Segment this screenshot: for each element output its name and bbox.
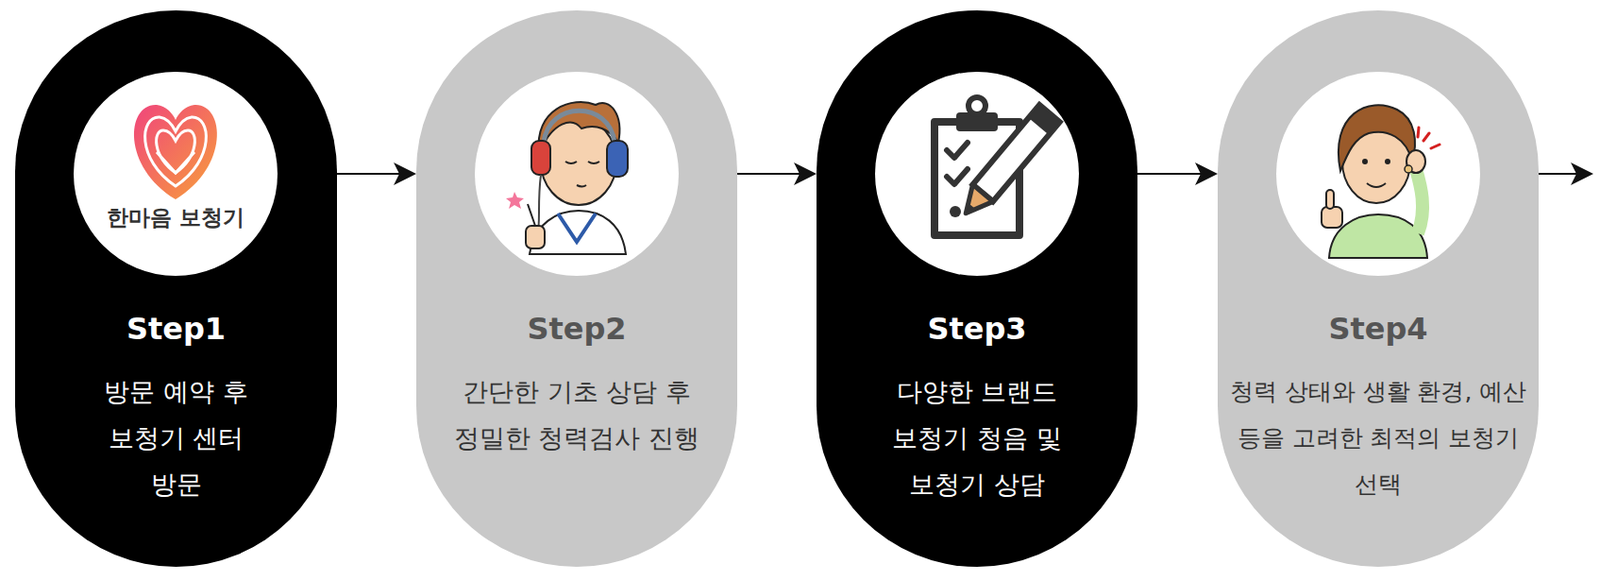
step-heading: Step3 bbox=[816, 310, 1138, 347]
step-pill: Step4 청력 상태와 생활 환경, 예산 등을 고려한 최적의 보청기 선택 bbox=[1217, 10, 1539, 567]
trailing-line bbox=[1538, 172, 1577, 175]
brand-logo-text: 한마음 보청기 bbox=[106, 203, 245, 231]
flow-arrow bbox=[336, 162, 417, 186]
step-description: 다양한 브랜드 보청기 청음 및 보청기 상담 bbox=[880, 368, 1075, 507]
flow-arrow bbox=[737, 162, 817, 186]
step-heading: Step4 bbox=[1217, 310, 1539, 347]
step-description: 청력 상태와 생활 환경, 예산 등을 고려한 최적의 보청기 선택 bbox=[1226, 368, 1531, 507]
trailing-arrowhead bbox=[1570, 162, 1594, 186]
step-pill: Step3 다양한 브랜드 보청기 청음 및 보청기 상담 bbox=[816, 10, 1138, 567]
step-description: 간단한 기초 상담 후 정밀한 청력검사 진행 bbox=[449, 368, 705, 461]
boy-headphones-illustration bbox=[416, 10, 738, 567]
step-heading: Step1 bbox=[15, 310, 337, 347]
step-description: 방문 예약 후 보청기 센터 방문 bbox=[82, 368, 271, 507]
step-heading: Step2 bbox=[416, 310, 738, 347]
step-pill: Step2 간단한 기초 상담 후 정밀한 청력검사 진행 bbox=[416, 10, 738, 567]
step-pill: Step1 방문 예약 후 보청기 센터 방문 한마음 보청기 bbox=[15, 10, 337, 567]
flow-arrow bbox=[1137, 162, 1218, 186]
